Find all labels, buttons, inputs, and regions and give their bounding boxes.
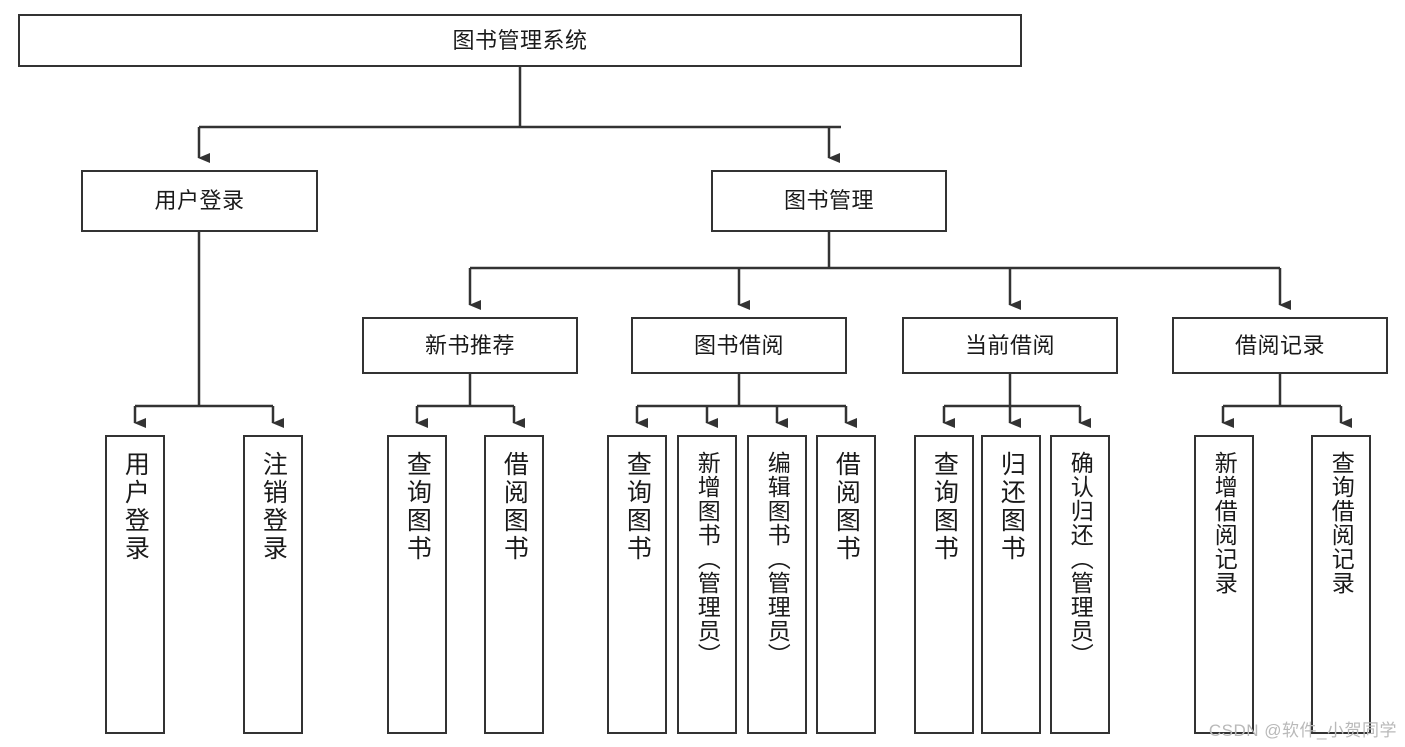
leaf-user-login[interactable]: 用户登录	[105, 435, 165, 734]
node-label: 新增图书（管理员）	[694, 451, 721, 667]
node-label: 借阅图书	[500, 451, 529, 563]
node-new-book-recommend[interactable]: 新书推荐	[362, 317, 578, 374]
node-label: 当前借阅	[964, 332, 1055, 358]
node-label: 图书管理	[783, 188, 874, 214]
node-label: 编辑图书（管理员）	[764, 451, 791, 667]
csdn-watermark: CSDN @软件_小贺同学	[1208, 721, 1397, 740]
node-label: 归还图书	[997, 451, 1026, 563]
node-label: 用户登录	[121, 451, 150, 563]
leaf-query-book-borrow[interactable]: 查询图书	[607, 435, 667, 734]
node-label: 图书管理系统	[452, 27, 588, 53]
leaf-edit-book-admin[interactable]: 编辑图书（管理员）	[747, 435, 807, 734]
node-current-borrow[interactable]: 当前借阅	[902, 317, 1118, 374]
leaf-query-book-newbook[interactable]: 查询图书	[387, 435, 447, 734]
node-user-login[interactable]: 用户登录	[81, 170, 318, 232]
node-label: 查询图书	[623, 451, 652, 563]
node-root-book-management-system[interactable]: 图书管理系统	[18, 14, 1022, 67]
node-label: 查询图书	[403, 451, 432, 563]
node-book-management[interactable]: 图书管理	[711, 170, 947, 232]
leaf-return-book[interactable]: 归还图书	[981, 435, 1041, 734]
node-label: 用户登录	[154, 188, 245, 214]
leaf-add-borrow-record[interactable]: 新增借阅记录	[1194, 435, 1254, 734]
node-label: 借阅记录	[1234, 332, 1325, 358]
node-label: 借阅图书	[832, 451, 861, 563]
node-label: 查询图书	[930, 451, 959, 563]
leaf-add-book-admin[interactable]: 新增图书（管理员）	[677, 435, 737, 734]
node-borrow-record[interactable]: 借阅记录	[1172, 317, 1388, 374]
node-label: 新书推荐	[424, 332, 515, 358]
node-label: 查询借阅记录	[1328, 451, 1355, 595]
node-label: 确认归还（管理员）	[1067, 451, 1094, 667]
node-book-borrow[interactable]: 图书借阅	[631, 317, 847, 374]
leaf-borrow-book-newbook[interactable]: 借阅图书	[484, 435, 544, 734]
leaf-query-book-current[interactable]: 查询图书	[914, 435, 974, 734]
leaf-logout[interactable]: 注销登录	[243, 435, 303, 734]
node-label: 注销登录	[259, 451, 288, 563]
node-label: 图书借阅	[693, 332, 784, 358]
leaf-confirm-return-admin[interactable]: 确认归还（管理员）	[1050, 435, 1110, 734]
leaf-query-borrow-record[interactable]: 查询借阅记录	[1311, 435, 1371, 734]
leaf-borrow-book[interactable]: 借阅图书	[816, 435, 876, 734]
node-label: 新增借阅记录	[1211, 451, 1238, 595]
